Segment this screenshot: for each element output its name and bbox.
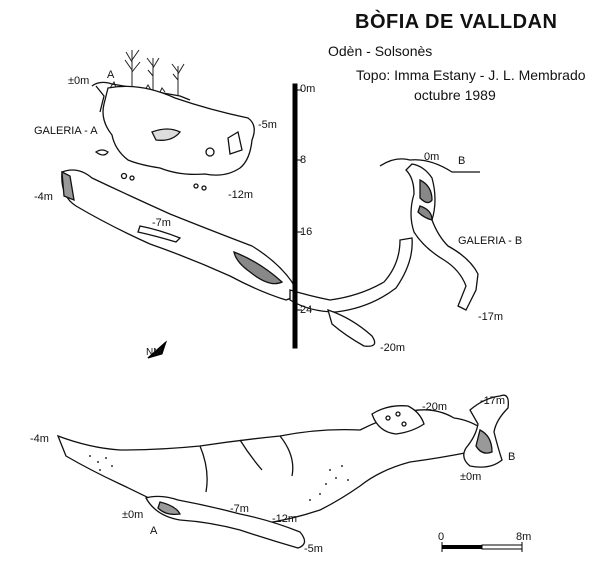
north-label: NM	[146, 347, 162, 358]
survey-title: BÒFIA DE VALLDAN	[355, 11, 558, 33]
plan-entrance-a: A	[107, 69, 115, 81]
depth-scale	[292, 83, 302, 349]
plan-entrance-b: B	[458, 155, 466, 167]
depth-mark-8: 8	[300, 154, 307, 166]
section-entrance-a: A	[150, 525, 158, 537]
depth-mark-24: 24	[300, 304, 313, 316]
survey-location: Odèn - Solsonès	[328, 43, 433, 59]
hscale-end: 8m	[516, 531, 532, 543]
plan-a-zero: ±0m	[68, 75, 90, 87]
survey-date: octubre 1989	[414, 87, 496, 103]
north-arrow-icon	[147, 340, 168, 359]
section-b-zero: ±0m	[460, 471, 482, 483]
section-minus4: -4m	[30, 433, 49, 445]
plan-minus20: -20m	[380, 342, 406, 354]
plan-galeria-b-label: GALERIA - B	[458, 235, 523, 247]
plan-minus17: -17m	[478, 311, 504, 323]
plan-b-zero: 0m	[424, 151, 440, 163]
plan-minus5: -5m	[258, 119, 277, 131]
section-minus20: -20m	[422, 401, 448, 413]
survey-authors: Topo: Imma Estany - J. L. Membrado	[356, 67, 586, 83]
plan-galeria-a	[61, 81, 413, 347]
plan-minus7: -7m	[152, 217, 171, 229]
depth-mark-0: 0m	[300, 83, 316, 95]
plan-minus12: -12m	[228, 189, 254, 201]
depth-mark-16: 16	[300, 226, 313, 238]
section-minus17: -17m	[480, 395, 506, 407]
horizontal-scale	[441, 542, 523, 552]
plan-galeria-a-label: GALERIA - A	[34, 125, 98, 137]
section-minus7: -7m	[230, 503, 249, 515]
section-entrance-b: B	[508, 451, 516, 463]
plan-minus4: -4m	[34, 191, 53, 203]
hscale-start: 0	[438, 531, 445, 543]
plan-galeria-b	[379, 158, 480, 311]
section-minus5: -5m	[304, 543, 323, 555]
section-view	[56, 394, 509, 549]
section-minus12: -12m	[272, 513, 298, 525]
section-a-zero: ±0m	[122, 509, 144, 521]
